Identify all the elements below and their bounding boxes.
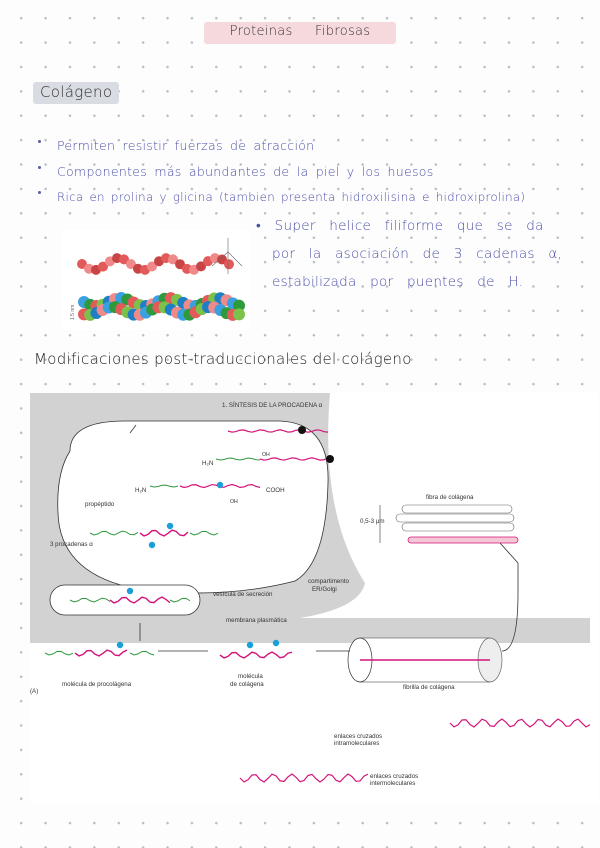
sugar-marker xyxy=(127,588,133,594)
helix-note-line-3: estabilizada por puentes de H. xyxy=(272,274,523,290)
membrane-label: membrana plasmática xyxy=(226,617,287,624)
bullet-dot xyxy=(38,166,41,169)
subtitle: Modificaciones post-traduccionales del c… xyxy=(34,350,412,368)
step-1-label: 1. SÍNTESIS DE LA PROCADENA α xyxy=(222,402,323,409)
helix-drawing: 1.5 nm xyxy=(62,230,250,330)
collagen-molecule-label-2: de colágena xyxy=(230,681,264,688)
collagen-fibril xyxy=(348,638,502,682)
procadenas-label: 3 procadenas α xyxy=(50,541,93,548)
sugar-marker xyxy=(247,642,253,648)
h2n-label: H₂N xyxy=(202,460,213,467)
fibril-label: fibrilla de colágena xyxy=(403,684,455,691)
propeptide-label: propéptido xyxy=(85,501,115,508)
fiber-label: fibra de colágena xyxy=(426,494,474,501)
procollagen-chain xyxy=(130,651,154,655)
helix-note-line-2: por la asociación de 3 cadenas α, xyxy=(272,246,562,262)
compartment-label: compartimento xyxy=(308,578,349,585)
sugar-marker xyxy=(117,642,123,648)
collagen-synthesis-diagram: 1. SÍNTESIS DE LA PROCADENA α H₂N H₂N CO… xyxy=(30,393,598,803)
collagen-fiber-bundle xyxy=(380,505,518,543)
bullet-2: Componentes más abundantes de la piel y … xyxy=(57,164,434,179)
oh-label: OH xyxy=(230,499,238,505)
er-golgi-label: ER/Golgi xyxy=(312,586,337,593)
h2n-label: H₂N xyxy=(135,487,146,494)
helix-note-line-1: • Super helice filiforme que se da xyxy=(256,218,544,234)
collagen-helix-image: 1.5 nm xyxy=(62,230,250,330)
procollagen-molecule-label: molécula de procolágena xyxy=(62,681,132,688)
crosslinked-molecule xyxy=(450,719,590,727)
inter-crosslink-label-2: intermoleculares xyxy=(370,780,415,787)
oh-label: OH xyxy=(262,452,270,458)
page-title: Proteinas Fibrosas xyxy=(204,24,396,39)
crosslinked-molecule xyxy=(240,774,368,782)
inter-crosslink-label: enlaces cruzados xyxy=(370,773,418,780)
vesicle-label: vesícula de secreción xyxy=(213,591,273,598)
triple-helix xyxy=(75,650,127,656)
bullet-3: Rica en prolina y glicina (tambien prese… xyxy=(57,190,525,204)
collagen-molecule-label: molécula xyxy=(238,673,263,680)
helix-bead xyxy=(224,259,234,269)
intra-crosslink-label-2: intramoleculares xyxy=(334,740,379,747)
bullet-1: Permiten resistir fuerzas de atracción xyxy=(57,138,314,153)
collagen-molecule xyxy=(220,652,292,658)
fiber-size-label: 0,5-3 μm xyxy=(360,518,385,525)
ribosome xyxy=(298,426,306,434)
sugar-marker xyxy=(217,482,223,488)
sugar-marker xyxy=(167,523,173,529)
intra-crosslink-label: enlaces cruzados xyxy=(334,733,382,740)
cell-membrane-region xyxy=(30,618,590,643)
sugar-marker xyxy=(273,640,279,646)
section-title: Colágeno xyxy=(40,83,112,101)
cooh-label: COOH xyxy=(266,487,285,494)
panel-label: (A) xyxy=(30,688,38,695)
ribosome xyxy=(326,455,334,463)
helix-bead xyxy=(233,308,245,320)
secretion-vesicle xyxy=(50,585,200,615)
procollagen-chain xyxy=(45,651,73,655)
sugar-marker xyxy=(149,542,155,548)
scale-label: 1.5 nm xyxy=(70,305,76,320)
bullet-dot xyxy=(38,140,41,143)
bullet-dot xyxy=(38,191,41,194)
